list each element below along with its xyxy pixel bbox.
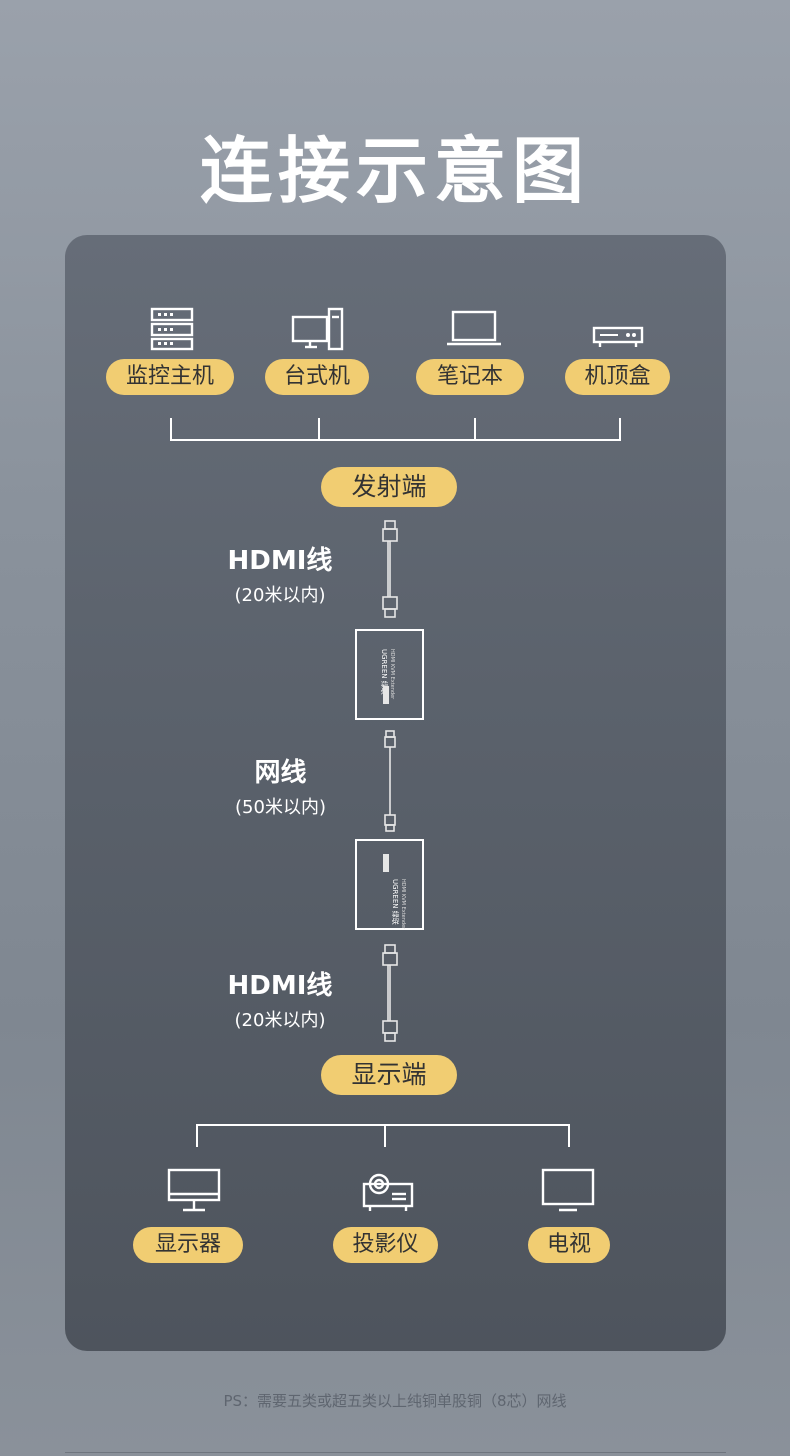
source-label-laptop: 笔记本 (416, 359, 524, 395)
source-bracket-tick (619, 418, 621, 441)
monitor-icon (167, 1168, 221, 1212)
source-bracket-tick (170, 418, 172, 441)
diagram-panel (65, 235, 726, 1351)
cable-label-network: 网线 (50米以内) (228, 752, 333, 819)
page-title: 连接示意图 (199, 129, 590, 213)
display-bracket-tick (384, 1124, 386, 1147)
display-label-tv: 电视 (528, 1227, 610, 1263)
footnote: PS：需要五类或超五类以上纯铜单股铜（8芯）网线 (223, 1392, 567, 1410)
cable-limit: (50米以内) (235, 797, 326, 818)
display-label-projector: 投影仪 (333, 1227, 438, 1263)
svg-text:UGREEN 绿联: UGREEN 绿联 (391, 879, 400, 925)
cable-label-hdmi-top: HDMI线 (20米以内) (220, 540, 340, 607)
display-label-monitor: 显示器 (133, 1227, 243, 1263)
source-bracket-tick (474, 418, 476, 441)
laptop-icon (447, 310, 501, 346)
cable-name: HDMI线 (227, 546, 333, 576)
receiver-device-icon: UGREEN 绿联 HDMI KVM Extender (355, 839, 424, 930)
transmitter-device-icon: UGREEN 绿联 HDMI KVM Extender (355, 629, 424, 720)
svg-text:HDMI KVM Extender: HDMI KVM Extender (389, 649, 395, 700)
set-top-box-icon (592, 326, 644, 347)
desktop-pc-icon (291, 307, 344, 351)
receiver-label: 显示端 (321, 1055, 457, 1095)
cable-name: HDMI线 (227, 971, 333, 1001)
source-label-set-top-box: 机顶盒 (565, 359, 670, 395)
ethernet-cable-icon (384, 730, 396, 832)
source-bracket-horizontal (170, 439, 621, 441)
cable-name: 网线 (254, 758, 307, 788)
source-label-desktop: 台式机 (265, 359, 369, 395)
hdmi-cable-icon (382, 944, 398, 1042)
source-bracket-tick (318, 418, 320, 441)
display-bracket-tick (196, 1124, 198, 1147)
display-bracket-tick (568, 1124, 570, 1147)
transmitter-label: 发射端 (321, 467, 457, 507)
source-label-monitoring-host: 监控主机 (106, 359, 234, 395)
cable-limit: (20米以内) (234, 585, 326, 606)
divider (65, 1452, 726, 1453)
display-bracket-horizontal (196, 1124, 570, 1126)
server-icon (150, 307, 194, 351)
hdmi-cable-icon (382, 520, 398, 618)
projector-icon (362, 1173, 414, 1211)
tv-icon (541, 1168, 595, 1212)
svg-text:UGREEN 绿联: UGREEN 绿联 (380, 649, 389, 695)
svg-text:HDMI KVM Extender: HDMI KVM Extender (400, 879, 406, 930)
cable-limit: (20米以内) (234, 1010, 326, 1031)
cable-label-hdmi-bottom: HDMI线 (20米以内) (220, 965, 340, 1032)
